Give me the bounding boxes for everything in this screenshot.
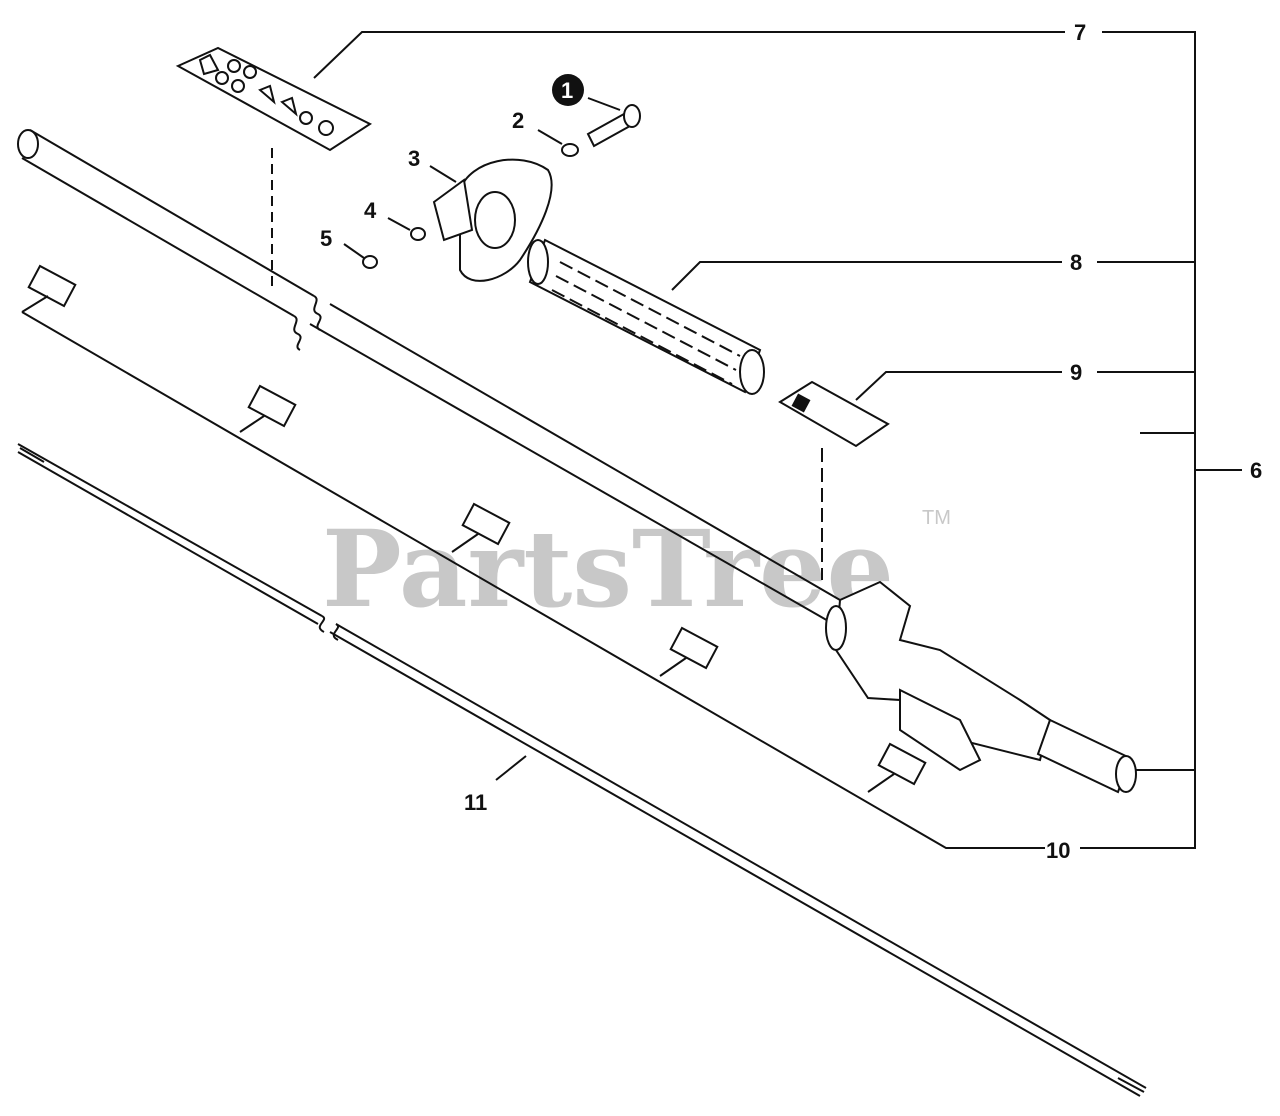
leader-2 [537,129,563,145]
leader-10 [21,311,1045,849]
bushing-part-3 [461,502,511,546]
bushing-part-1 [27,264,77,308]
watermark-trademark: TM [922,507,951,529]
leader-9 [855,371,1062,401]
leader-10-b5 [867,773,895,793]
nut-part-4 [410,227,426,241]
watermark-text: PartsTree [322,506,894,631]
caution-decal [778,380,890,580]
callout-4: 4 [364,198,377,223]
callout-1-badge [552,74,584,106]
assembly-bracket [1080,31,1242,849]
bushing-part-5 [877,742,927,786]
callout-5: 5 [320,226,332,251]
leader-10-b1 [21,295,49,313]
handle-bracket-part [432,158,553,282]
leader-8 [671,261,1062,291]
callout-7: 7 [1074,20,1086,45]
leader-10-b4 [659,657,687,677]
handle-grip-part [527,238,765,395]
leader-10-b2 [239,415,265,433]
leader-3 [429,165,457,183]
callout-3: 3 [408,146,420,171]
leader-11 [495,755,527,781]
callout-2: 2 [512,108,524,133]
callout-1: 1 [561,78,573,103]
leader-4 [387,217,411,231]
leader-5 [343,243,365,259]
warning-label-decal [175,46,373,290]
screw-part [586,104,641,148]
leader-10-b3 [451,533,479,553]
outer-shaft-tube [17,129,841,623]
nut-part-5 [362,255,378,269]
callout-10: 10 [1046,838,1070,863]
leader-7 [313,31,1065,79]
bushing-part-4 [669,626,719,670]
shaft-clamp-housing [825,580,1137,794]
washer-part [561,143,579,157]
callout-8: 8 [1070,250,1082,275]
drive-shaft-part [17,443,1147,1097]
callout-9: 9 [1070,360,1082,385]
callout-11: 11 [464,790,487,815]
bushing-part-2 [247,384,297,428]
callout-6: 6 [1250,458,1262,483]
leader-1 [587,97,621,111]
